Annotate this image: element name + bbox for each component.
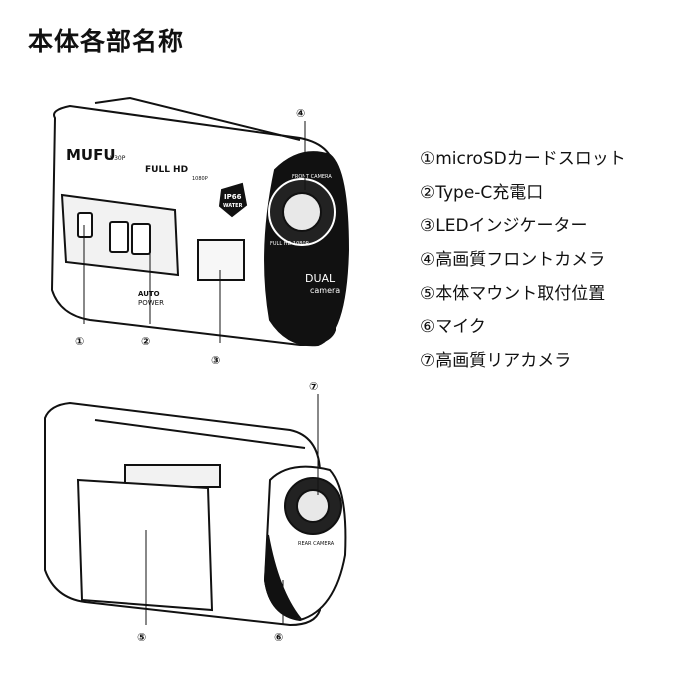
callout-3: ③ <box>211 354 220 367</box>
legend-item-led: ③LEDインジケーター <box>420 216 588 237</box>
front-lens-icon <box>282 192 322 232</box>
ip-label: IP66 <box>224 193 242 201</box>
front-camera-view: IP66 WATER MUFU V30P FULL HD 1080P AUTO … <box>50 96 350 347</box>
front-camera-text: FRONT CAMERA <box>292 174 332 180</box>
usb-c-port-icon <box>109 221 129 253</box>
power-label: POWER <box>138 299 164 307</box>
callout-2: ② <box>141 335 150 348</box>
top-ridge <box>94 96 301 141</box>
fullhd-ring-text: FULL HD 1080P <box>270 241 309 247</box>
mic-housing <box>263 534 303 620</box>
brand-label: MUFU <box>66 146 116 164</box>
mic-icon <box>289 562 295 568</box>
legend-item-sd-slot: ①microSDカードスロット <box>420 149 626 169</box>
mount-position-icon <box>76 478 214 612</box>
water-label: WATER <box>223 203 243 209</box>
parts-legend: ①microSDカードスロット ②Type-C充電口 ③LEDインジケーター ④… <box>420 147 626 383</box>
camera-label: camera <box>310 286 340 295</box>
legend-item-mic: ⑥マイク <box>420 317 486 338</box>
legend-item-front-camera: ④高画質フロントカメラ <box>420 250 606 271</box>
rear-ridge <box>94 419 306 449</box>
legend-item-usb-c: ②Type-C充電口 <box>420 182 544 203</box>
callout-5: ⑤ <box>137 631 146 644</box>
front-callout-lines <box>83 121 306 343</box>
callout-7: ⑦ <box>309 380 318 393</box>
port-cover-icon <box>131 223 151 255</box>
page-title: 本体各部名称 <box>28 27 185 56</box>
led-indicator-icon <box>197 239 245 281</box>
rear-camera-text: REAR CAMERA <box>298 541 335 547</box>
rear-lens-icon <box>296 489 330 523</box>
camera-body <box>50 104 336 347</box>
callout-6: ⑥ <box>274 631 283 644</box>
dual-label: DUAL <box>305 272 336 285</box>
sd-slot-icon <box>77 212 93 238</box>
auto-label: AUTO <box>138 290 160 298</box>
ip66-badge-icon <box>218 182 248 218</box>
callout-1: ① <box>75 335 84 348</box>
rear-callout-lines <box>145 394 319 625</box>
legend-item-rear-camera: ⑦高画質リアカメラ <box>420 351 572 372</box>
model-label: V30P <box>110 155 126 162</box>
legend-item-mount: ⑤本体マウント取付位置 <box>420 283 606 304</box>
res-label: 1080P <box>192 176 208 182</box>
rear-camera-view: REAR CAMERA <box>44 401 347 627</box>
callout-4: ④ <box>296 107 305 120</box>
full-hd-label: FULL HD <box>145 165 188 175</box>
